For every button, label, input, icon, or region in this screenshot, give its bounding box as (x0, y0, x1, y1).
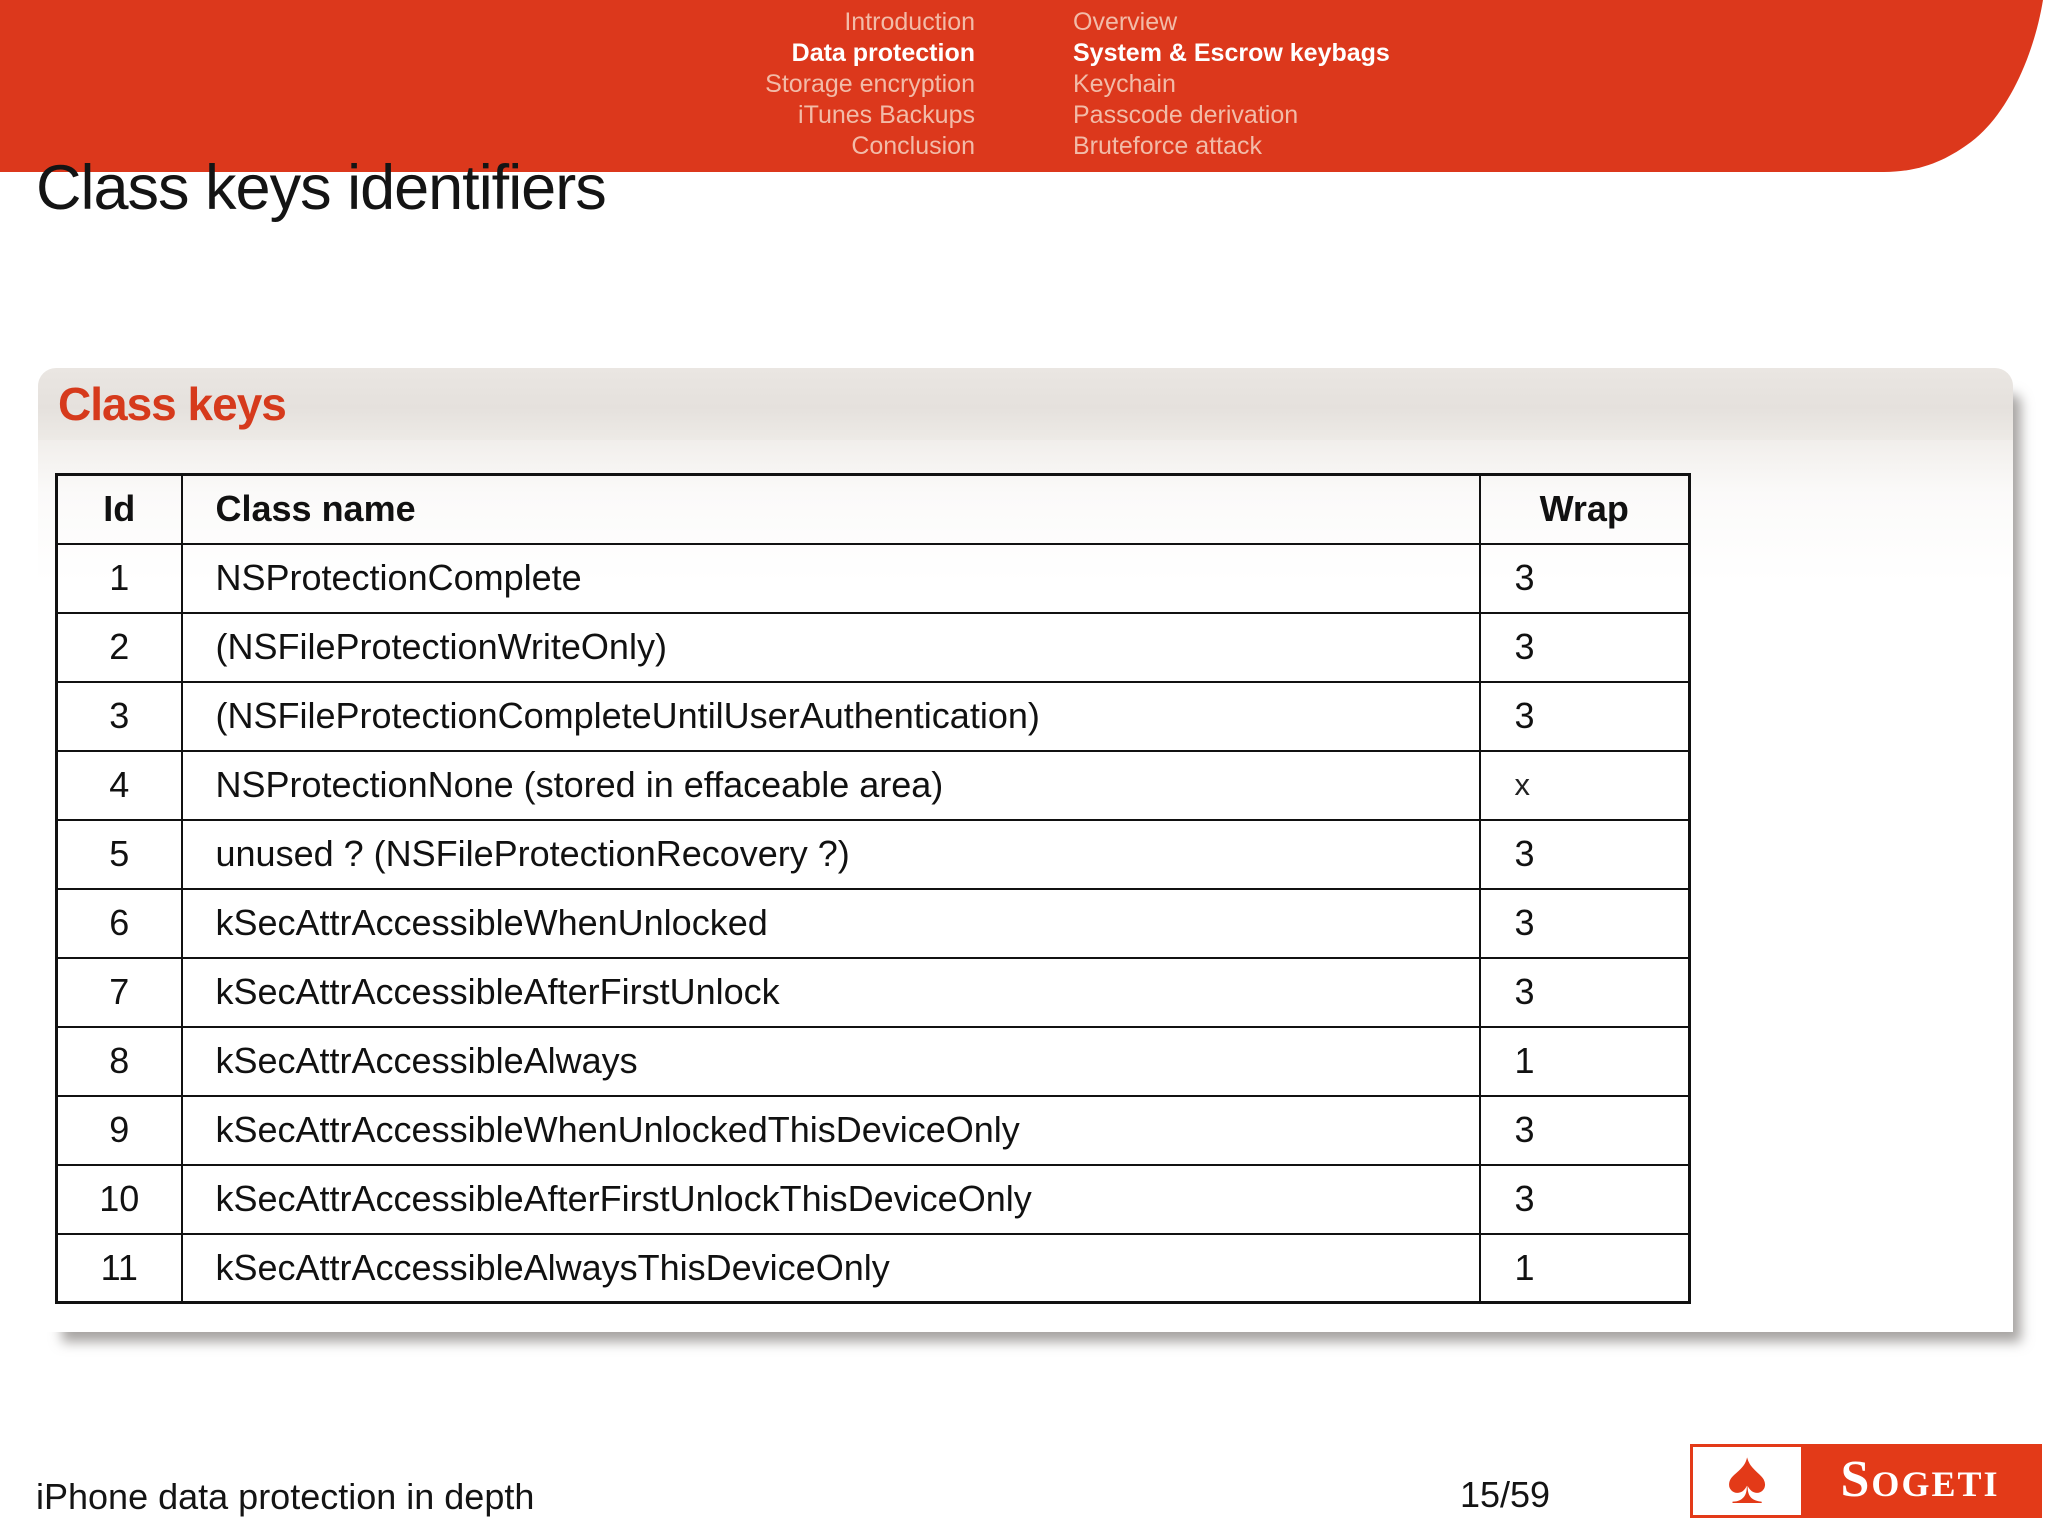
nav-item-bruteforce-attack[interactable]: Bruteforce attack (1073, 132, 1262, 160)
table-cell: 7 (55, 956, 183, 1028)
block-title: Class keys (58, 378, 287, 430)
table-cell: 1 (55, 542, 183, 614)
logo-spade-box: ♠ (1693, 1440, 1801, 1516)
nav-item-storage-encryption[interactable]: Storage encryption (765, 70, 975, 98)
table-cell: 3 (1478, 680, 1691, 752)
nav-item-system-escrow-keybags[interactable]: System & Escrow keybags (1073, 39, 1390, 67)
table-cell: 5 (55, 818, 183, 890)
page-title: Class keys identifiers (36, 153, 607, 223)
table-cell: NSProtectionNone (stored in effaceable a… (180, 749, 1481, 821)
table-cell: kSecAttrAccessibleAlways (180, 1025, 1481, 1097)
table-cell: 9 (55, 1094, 183, 1166)
table-row: 2(NSFileProtectionWriteOnly)3 (55, 611, 1691, 683)
table-cell: 4 (55, 749, 183, 821)
table-cell: 3 (55, 680, 183, 752)
table-cell: NSProtectionComplete (180, 542, 1481, 614)
column-header-wrap: Wrap (1478, 473, 1691, 545)
table-cell: 3 (1478, 611, 1691, 683)
footer-presentation-title: iPhone data protection in depth (36, 1476, 535, 1517)
table-cell: kSecAttrAccessibleAfterFirstUnlockThisDe… (180, 1163, 1481, 1235)
table-cell: kSecAttrAccessibleAfterFirstUnlock (180, 956, 1481, 1028)
table-cell: 3 (1478, 1163, 1691, 1235)
table-cell: unused ? (NSFileProtectionRecovery ?) (180, 818, 1481, 890)
sogeti-logo: ♠ Sogeti (1690, 1440, 2042, 1518)
table-cell: (NSFileProtectionCompleteUntilUserAuthen… (180, 680, 1481, 752)
table-cell: x (1478, 749, 1691, 821)
nav-item-passcode-derivation[interactable]: Passcode derivation (1073, 101, 1299, 129)
table-cell: 3 (1478, 956, 1691, 1028)
table-cell: (NSFileProtectionWriteOnly) (180, 611, 1481, 683)
column-header-class-name: Class name (180, 473, 1481, 545)
table-cell: 2 (55, 611, 183, 683)
table-cell: 3 (1478, 1094, 1691, 1166)
nav-item-itunes-backups[interactable]: iTunes Backups (798, 101, 975, 129)
spade-icon: ♠ (1726, 1435, 1768, 1520)
page-number: 15/59 (1459, 1474, 1551, 1515)
table-cell: 6 (55, 887, 183, 959)
table-cell: kSecAttrAccessibleAlwaysThisDeviceOnly (180, 1232, 1481, 1304)
table-cell: kSecAttrAccessibleWhenUnlocked (180, 887, 1481, 959)
nav-item-overview[interactable]: Overview (1073, 8, 1178, 36)
nav-item-introduction[interactable]: Introduction (844, 8, 975, 36)
table-cell: 8 (55, 1025, 183, 1097)
column-header-id: Id (55, 473, 183, 545)
table-cell: 3 (1478, 542, 1691, 614)
nav-item-conclusion[interactable]: Conclusion (851, 132, 975, 160)
nav-item-keychain[interactable]: Keychain (1073, 70, 1176, 98)
table-cell: kSecAttrAccessibleWhenUnlockedThisDevice… (180, 1094, 1481, 1166)
table-cell: 11 (55, 1232, 183, 1304)
table-row: 3(NSFileProtectionCompleteUntilUserAuthe… (55, 680, 1691, 752)
table-cell: 10 (55, 1163, 183, 1235)
logo-wordmark: Sogeti (1840, 1450, 2000, 1508)
table-cell: 1 (1478, 1232, 1691, 1304)
block-title-bar: Class keys (38, 368, 2013, 440)
nav-item-data-protection[interactable]: Data protection (791, 39, 975, 67)
table-cell: 3 (1478, 818, 1691, 890)
table-cell: 1 (1478, 1025, 1691, 1097)
table-cell: 3 (1478, 887, 1691, 959)
header-red-swoosh (0, 0, 2043, 172)
